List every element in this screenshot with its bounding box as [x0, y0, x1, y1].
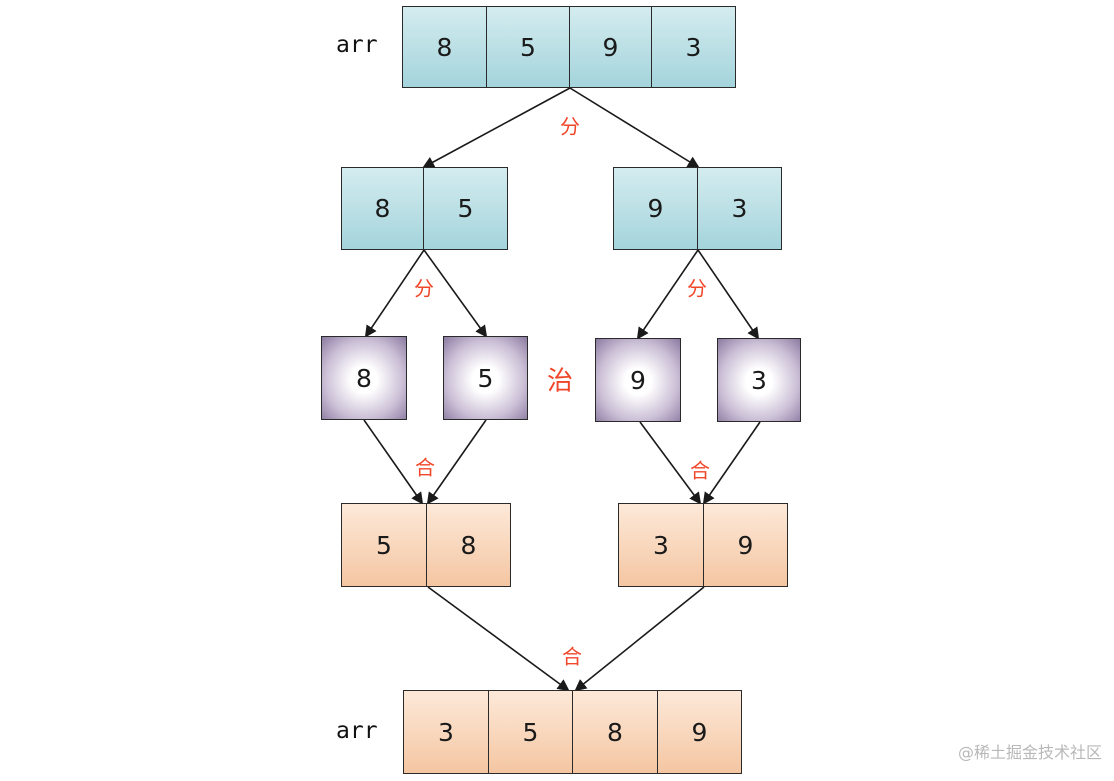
arrow-split-8 [364, 249, 425, 338]
watermark: @稀土掘金技术社区 [957, 743, 1102, 762]
split-left-cell: 8 [341, 167, 424, 250]
output-cell: 8 [573, 690, 658, 774]
arrow-merge-5 [426, 419, 487, 505]
arrow-split-9 [636, 249, 699, 340]
merge-label-final: 合 [562, 644, 582, 669]
single-cell: 8 [321, 336, 407, 420]
merged-right-cell: 3 [618, 503, 704, 587]
arrow-merge-3 [702, 421, 761, 505]
input-cell: 8 [402, 6, 487, 88]
input-cell: 5 [487, 6, 570, 88]
split-right-cell: 9 [613, 167, 698, 250]
input-cell: 9 [570, 6, 652, 88]
arrow-merge-left [427, 586, 570, 692]
output-array-label: arr [336, 718, 378, 744]
merged-left-cell: 8 [427, 503, 511, 587]
divide-label: 分 [560, 114, 580, 139]
output-cell: 3 [403, 690, 489, 774]
input-array-label: arr [336, 32, 378, 58]
arrow-split-5 [423, 249, 488, 338]
arrow-merge-right [574, 586, 705, 692]
output-cell: 9 [658, 690, 742, 774]
merge-label-right: 合 [690, 458, 710, 483]
arrow-split-left [422, 87, 571, 168]
output-cell: 5 [489, 690, 573, 774]
arrow-split-right [569, 87, 700, 169]
input-cell: 3 [652, 6, 736, 88]
merged-right-cell: 9 [704, 503, 788, 587]
single-cell: 3 [717, 338, 801, 422]
merge-label-left: 合 [415, 455, 435, 480]
arrow-merge-8 [363, 419, 424, 505]
divide-label-left: 分 [414, 276, 434, 301]
arrow-split-3 [697, 249, 760, 340]
merged-left-cell: 5 [341, 503, 427, 587]
split-right-cell: 3 [698, 167, 782, 250]
split-left-cell: 5 [424, 167, 508, 250]
single-cell: 5 [443, 336, 528, 420]
conquer-label: 治 [546, 366, 574, 397]
divide-label-right: 分 [687, 276, 707, 301]
arrow-merge-9 [639, 421, 702, 505]
single-cell: 9 [595, 338, 681, 422]
